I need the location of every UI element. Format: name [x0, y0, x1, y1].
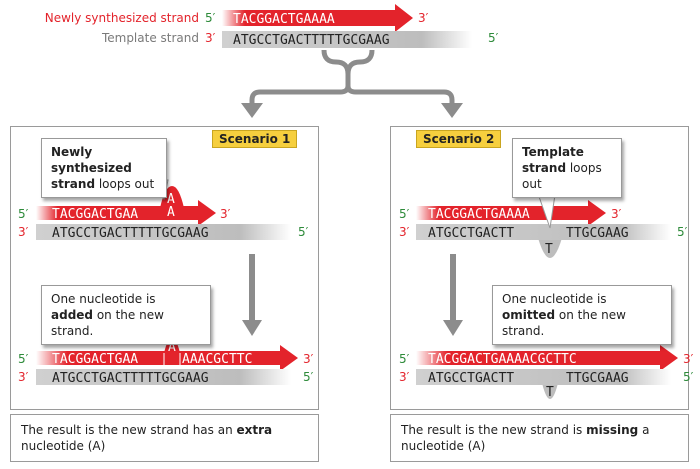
- s1-callout2-rest: on the new strand.: [51, 308, 164, 338]
- s2-after-new-3prime: 3′: [683, 352, 694, 366]
- s1-callout-rest: loops out: [95, 177, 155, 191]
- s1-before-template-bar: [36, 224, 291, 240]
- scenario1-after: 5′ 3′ TACGGACTGAA A AAACGCTTC 3′ ATGCCTG…: [18, 337, 314, 386]
- s1-after-template-bar: [36, 369, 291, 385]
- s2-after-new-seq: TACGGACTGAAAACGCTTC: [428, 352, 577, 367]
- top-template-5prime: 5′: [488, 31, 499, 45]
- s2-after-template-5prime: 5′: [683, 370, 694, 384]
- s2-result-rest: a nucleotide (A): [401, 423, 650, 453]
- top-new-strand-arrow: [222, 4, 413, 32]
- split-arrows: [249, 49, 455, 104]
- s2-result-bold: missing: [586, 423, 639, 437]
- s1-callout2-pre: One nucleotide is: [51, 292, 156, 306]
- s2-after-template-pre: ATGCCTGACTT: [428, 371, 514, 386]
- s2-after-new-5prime: 5′: [399, 352, 410, 366]
- s1-after-new-seq-pre: TACGGACTGAA: [52, 352, 138, 367]
- s2-after-new-strand-arrow: [416, 345, 678, 371]
- s1-after-new-strand-arrow: [36, 345, 298, 371]
- s2-template-loop: [538, 238, 562, 258]
- s1-callout2-bold: added: [51, 308, 94, 322]
- arrow-to-scenario1: [241, 103, 263, 118]
- s1-after-new-5prime: 5′: [18, 352, 29, 366]
- s2-down-arrow: [443, 254, 463, 336]
- scenario1-badge: Scenario 1: [212, 130, 298, 148]
- s2-before-template-5prime: 5′: [677, 225, 688, 239]
- s2-before-template-bar: [416, 224, 671, 240]
- top-new-5prime: 5′: [205, 11, 216, 25]
- s2-before-template-post: TTGCGAAG: [566, 226, 629, 241]
- s2-before-new-seq: TACGGACTGAAAA: [428, 207, 530, 222]
- s1-after-new-seq-post: AAACGCTTC: [182, 352, 252, 367]
- s1-result-pre: The result is the new strand has an: [21, 423, 237, 437]
- s2-before-template-pre: ATGCCTGACTT: [428, 226, 514, 241]
- s2-after-template-bubble: [542, 383, 558, 399]
- s1-after-template-3prime: 3′: [18, 370, 29, 384]
- new-strand-label: Newly synthesized strand: [45, 11, 199, 25]
- s2-callout-rest: loops out: [522, 161, 602, 191]
- s2-before-new-3prime: 3′: [611, 207, 622, 221]
- top-template-3prime: 3′: [205, 31, 216, 45]
- s1-after-template-seq: ATGCCTGACTTTTTGCGAAG: [52, 371, 209, 386]
- s2-after-bubble-letter: T: [546, 385, 554, 400]
- s2-callout2-pre: One nucleotide is: [502, 292, 607, 306]
- arrow-to-scenario2: [441, 103, 463, 118]
- s1-loop-letter-1: A: [167, 192, 175, 207]
- s2-loop-letter: T: [545, 242, 553, 257]
- s2-callout-bold: Template: [522, 145, 584, 159]
- s1-loop-letter-2: A: [167, 205, 175, 220]
- s2-callout2: One nucleotide is omitted on the new str…: [492, 285, 672, 345]
- s1-after-new-3prime: 3′: [303, 352, 314, 366]
- top-template-strand-bar: [222, 31, 472, 48]
- s1-result-bold: extra: [236, 423, 273, 437]
- s2-before-template-3prime: 3′: [399, 225, 410, 239]
- s1-before-new-seq: TACGGACTGAA: [52, 207, 138, 222]
- top-section: Newly synthesized strand 5′ Template str…: [45, 4, 499, 48]
- s1-before-template-3prime: 3′: [18, 225, 29, 239]
- s2-callout2-bold: omitted: [502, 308, 556, 322]
- s2-before-new-strand-arrow: [416, 200, 606, 226]
- s1-before-new-5prime: 5′: [18, 207, 29, 221]
- s2-after-template-post: TTGCGAAG: [566, 371, 629, 386]
- s1-before-new-strand-arrow: [36, 200, 216, 226]
- s2-callout: Template strand loops out: [512, 138, 622, 198]
- scenario2-after: 5′ 3′ TACGGACTGAAAACGCTTC 3′ ATGCCTGACTT…: [399, 345, 694, 400]
- s1-after-bubble-letter: A: [168, 340, 176, 355]
- scenario2-badge: Scenario 2: [416, 130, 502, 148]
- scenario1-result: The result is the new strand has an extr…: [10, 414, 319, 462]
- scenario2-result: The result is the new strand is missing …: [390, 414, 689, 462]
- s1-callout: Newly synthesized strand loops out: [41, 138, 167, 198]
- s1-before-template-seq: ATGCCTGACTTTTTGCGAAG: [52, 226, 209, 241]
- top-new-3prime: 3′: [418, 11, 429, 25]
- scenario2-before: 5′ 3′ TACGGACTGAAAA 3′ ATGCCTGACTT TTGCG…: [399, 200, 688, 258]
- s1-before-template-5prime: 5′: [298, 225, 309, 239]
- s1-before-new-3prime: 3′: [220, 207, 231, 221]
- s1-down-arrow: [242, 254, 262, 336]
- s2-callout-bold2: strand: [522, 161, 567, 175]
- s2-before-new-5prime: 5′: [399, 207, 410, 221]
- scenario1-before: 5′ 3′ TACGGACTGAA A A 3′ ATGCCTGACTTTTTG…: [18, 186, 309, 241]
- s1-callout2: One nucleotide is added on the new stran…: [41, 285, 211, 345]
- top-template-seq: ATGCCTGACTTTTTGCGAAG: [233, 33, 390, 48]
- s2-after-template-bar: [416, 369, 671, 385]
- template-strand-label: Template strand: [101, 31, 199, 45]
- s2-after-template-3prime: 3′: [399, 370, 410, 384]
- s1-after-template-5prime: 5′: [303, 370, 314, 384]
- s1-result-rest: nucleotide (A): [21, 439, 106, 453]
- s2-result-pre: The result is the new strand is: [401, 423, 587, 437]
- s2-callout2-rest: on the new strand.: [502, 308, 626, 338]
- s1-callout-bold: Newly synthesized strand: [51, 145, 132, 191]
- top-new-seq: TACGGACTGAAAA: [233, 12, 335, 27]
